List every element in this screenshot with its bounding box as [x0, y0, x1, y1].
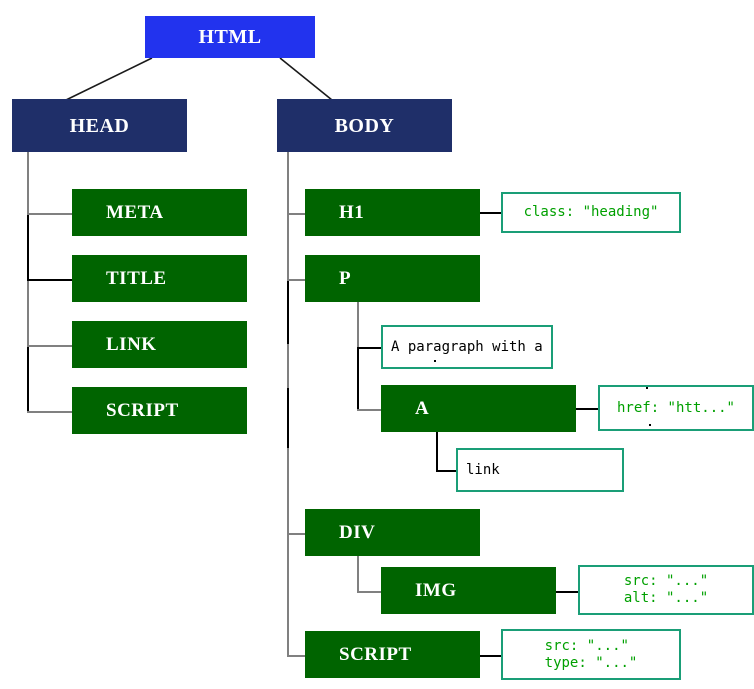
callout-h1-class-attribute[interactable]: class: "heading"	[501, 192, 681, 233]
callout-a-text-value: link	[466, 461, 500, 478]
head-trunk-upper	[27, 152, 29, 214]
a-href-speck-bottom	[649, 424, 651, 426]
node-h1-label: H1	[339, 202, 365, 223]
body-trunk-seg-4	[287, 344, 289, 388]
callout-script-type-line: type: "..."	[544, 654, 638, 671]
callout-img-alt-line: alt: "..."	[623, 590, 709, 606]
head-branch-title	[27, 279, 72, 281]
node-img-label: IMG	[415, 580, 457, 601]
body-branch-div	[287, 533, 305, 535]
node-head-script[interactable]: SCRIPT	[72, 387, 247, 434]
callout-img-attributes-text: src: "..."alt: "..."	[624, 573, 708, 607]
a-href-speck-top	[646, 387, 648, 389]
node-div-label: DIV	[339, 522, 376, 543]
callout-a-text-node[interactable]: link	[456, 448, 624, 492]
img-attr-connector	[556, 591, 578, 593]
node-link-label: LINK	[106, 334, 157, 355]
head-trunk-lower	[27, 345, 29, 411]
body-trunk-seg-6	[287, 448, 289, 534]
p-branch-text	[357, 347, 381, 349]
node-head-script-label: SCRIPT	[106, 400, 179, 421]
node-img[interactable]: IMG	[381, 567, 556, 614]
callout-script-attributes-text: src: "..."type: "..."	[545, 638, 638, 672]
div-subtrunk	[357, 556, 359, 592]
node-body-script[interactable]: SCRIPT	[305, 631, 480, 678]
node-body-label: BODY	[334, 114, 395, 137]
p-branch-a	[357, 409, 381, 411]
callout-img-attributes[interactable]: src: "..."alt: "..."	[578, 565, 754, 615]
node-p[interactable]: P	[305, 255, 480, 302]
node-head[interactable]: HEAD	[12, 99, 187, 152]
node-link[interactable]: LINK	[72, 321, 247, 368]
node-body-script-label: SCRIPT	[339, 644, 412, 665]
callout-h1-class-text: class: "heading"	[523, 204, 659, 220]
callout-img-src-line: src: "..."	[623, 573, 709, 589]
node-div[interactable]: DIV	[305, 509, 480, 556]
callout-a-href-text: href: "htt..."	[616, 399, 735, 416]
callout-p-text-value: A paragraph with a	[391, 338, 543, 355]
node-head-label: HEAD	[69, 114, 130, 137]
body-trunk-seg-2	[287, 214, 289, 280]
node-html[interactable]: HTML	[145, 16, 315, 58]
head-branch-meta	[27, 213, 72, 215]
callout-p-text-node[interactable]: A paragraph with a	[381, 325, 553, 369]
callout-script-src-line: src: "..."	[544, 637, 629, 654]
a-branch-text	[436, 470, 456, 472]
node-title-label: TITLE	[106, 268, 167, 289]
p-text-speck	[434, 360, 436, 362]
a-text-subtrunk	[436, 432, 438, 470]
node-p-label: P	[339, 268, 352, 289]
body-script-attr-connector	[479, 655, 501, 657]
node-h1[interactable]: H1	[305, 189, 480, 236]
body-branch-script	[287, 655, 305, 657]
head-branch-script	[27, 411, 72, 413]
head-trunk-mid-1	[27, 214, 29, 279]
div-branch-img	[357, 591, 381, 593]
p-subtrunk-lower	[357, 347, 359, 409]
body-trunk-seg-7	[287, 534, 289, 656]
body-trunk-seg-3	[287, 280, 289, 344]
a-attr-connector	[576, 408, 598, 410]
body-branch-p	[287, 279, 305, 281]
p-subtrunk-upper	[357, 302, 359, 347]
body-branch-h1	[287, 213, 305, 215]
node-title[interactable]: TITLE	[72, 255, 247, 302]
node-meta-label: META	[106, 202, 164, 223]
node-meta[interactable]: META	[72, 189, 247, 236]
head-branch-link	[27, 345, 72, 347]
node-a-label: A	[415, 398, 430, 419]
head-trunk-mid-2	[27, 279, 29, 345]
node-body[interactable]: BODY	[277, 99, 452, 152]
callout-script-attributes[interactable]: src: "..."type: "..."	[501, 629, 681, 680]
callout-a-href-attribute[interactable]: href: "htt..."	[598, 385, 754, 431]
node-html-label: HTML	[198, 26, 262, 48]
node-a[interactable]: A	[381, 385, 576, 432]
body-trunk-seg-1	[287, 152, 289, 214]
h1-attr-connector	[479, 212, 501, 214]
body-trunk-seg-5	[287, 388, 289, 448]
